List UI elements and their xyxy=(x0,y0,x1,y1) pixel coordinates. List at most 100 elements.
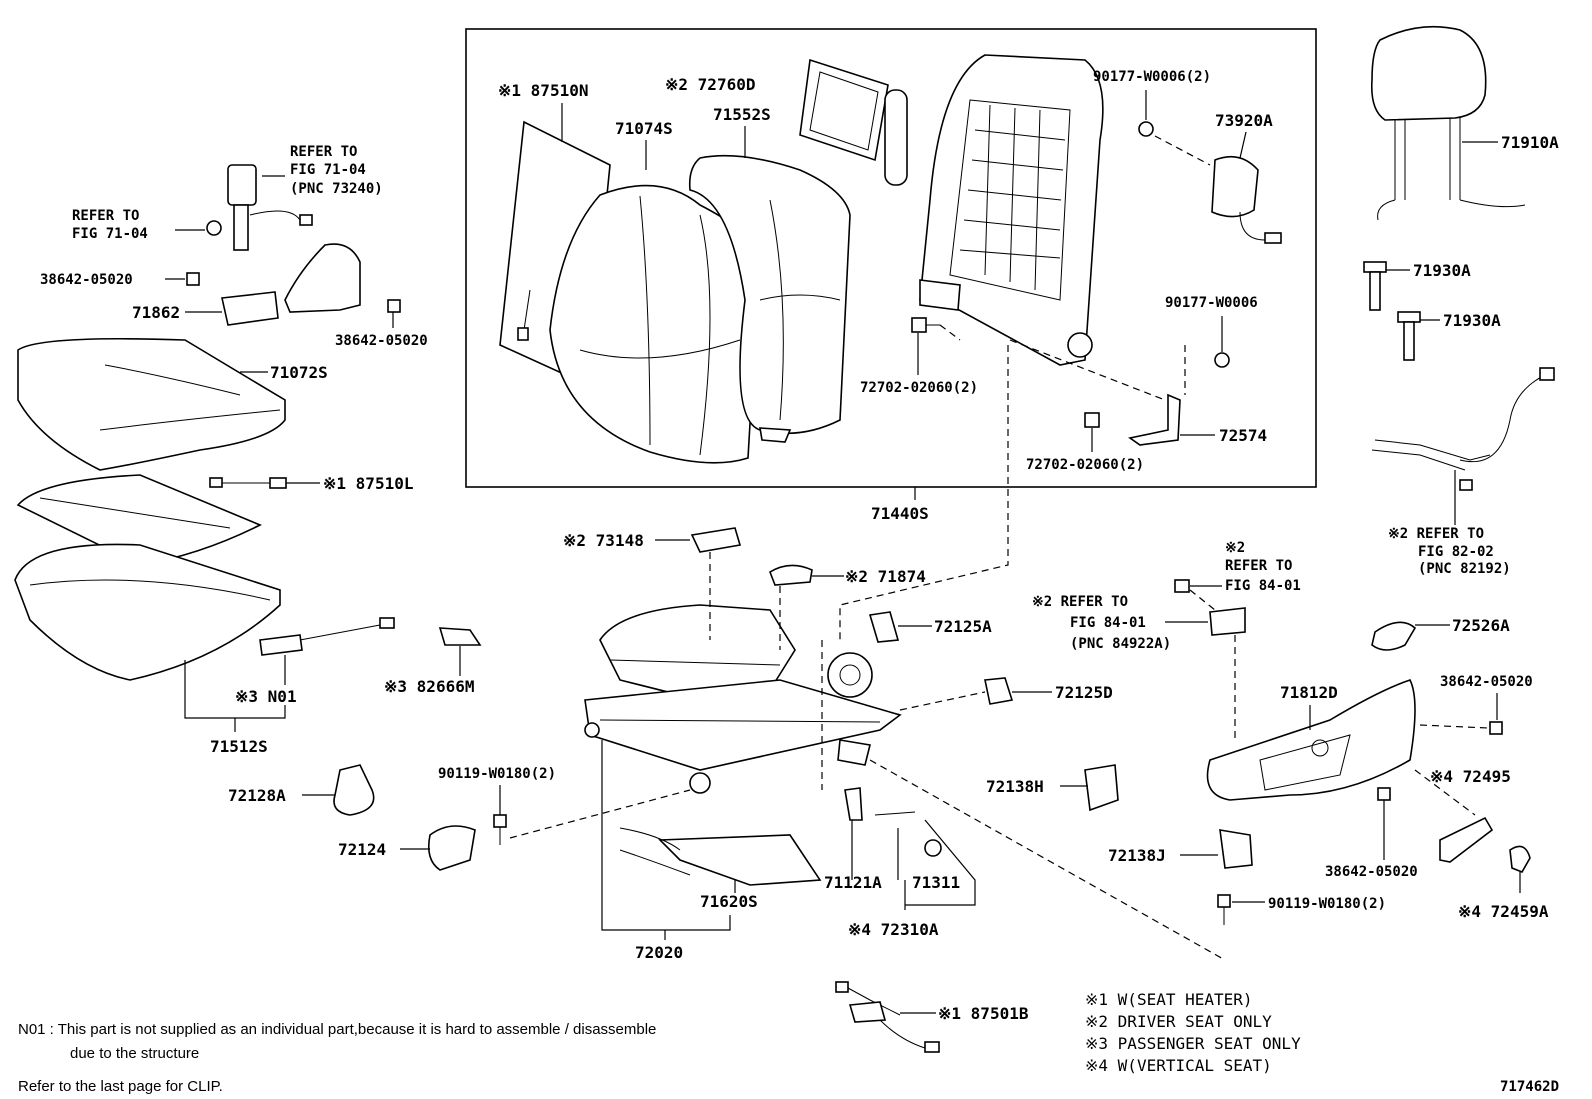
part-71930A-headrest-guide-2 xyxy=(1397,311,1421,361)
label-71930A-2[interactable]: 71930A xyxy=(1443,311,1501,330)
ref-fig-84-01-b[interactable]: ※2 REFER TO FIG 84-01 (PNC 84922A) xyxy=(1032,594,1171,652)
label-72138H[interactable]: 72138H xyxy=(986,777,1044,796)
part-nut-90177-b xyxy=(1214,352,1230,368)
part-87510L-seat-heater xyxy=(16,474,287,566)
label-87510L[interactable]: ※1 87510L xyxy=(323,474,413,493)
svg-text:FIG 84-01: FIG 84-01 xyxy=(1225,578,1301,594)
part-71620S-spring xyxy=(619,827,822,886)
svg-text:REFER TO: REFER TO xyxy=(1225,558,1292,574)
label-72495[interactable]: ※4 72495 xyxy=(1430,767,1511,786)
part-bolt-90119-a xyxy=(493,814,507,845)
label-72125D[interactable]: 72125D xyxy=(1055,683,1113,702)
legend: ※1 W(SEAT HEATER) ※2 DRIVER SEAT ONLY ※3… xyxy=(1085,990,1301,1075)
label-72310A[interactable]: ※4 72310A xyxy=(848,920,939,939)
part-71812D-side-shield xyxy=(1206,679,1416,801)
part-72124-cover xyxy=(427,825,476,871)
svg-text:(PNC 84922A): (PNC 84922A) xyxy=(1070,636,1171,652)
label-72702-02060-a[interactable]: 72702-02060(2) xyxy=(860,380,978,396)
label-72459A[interactable]: ※4 72459A xyxy=(1458,902,1549,921)
part-bolt-38642-a xyxy=(186,272,200,286)
label-71121A[interactable]: 71121A xyxy=(824,873,882,892)
part-71862-seat-cover-shield xyxy=(221,243,361,326)
part-72138J-cover xyxy=(1219,829,1253,869)
part-bolt-72702-a xyxy=(911,317,940,333)
seatback-assembly-frame xyxy=(465,28,1317,488)
note-n01-line2: due to the structure xyxy=(70,1045,199,1062)
svg-text:(PNC 82192): (PNC 82192) xyxy=(1418,561,1511,577)
part-72760D-lumbar-pad xyxy=(799,58,908,186)
label-90177-W0006-2[interactable]: 90177-W0006(2) xyxy=(1093,69,1211,85)
label-82666M[interactable]: ※3 82666M xyxy=(384,677,474,696)
label-71512S[interactable]: 71512S xyxy=(210,737,268,756)
label-90119-W0180-a[interactable]: 90119-W0180(2) xyxy=(438,766,556,782)
label-71620S[interactable]: 71620S xyxy=(700,892,758,911)
part-bolt-38642-c xyxy=(1489,721,1503,735)
label-72124[interactable]: 72124 xyxy=(338,840,386,859)
label-73920A[interactable]: 73920A xyxy=(1215,111,1273,130)
svg-text:※2 REFER TO: ※2 REFER TO xyxy=(1032,594,1128,610)
label-72760D[interactable]: ※2 72760D xyxy=(665,75,755,94)
label-90119-W0180-b[interactable]: 90119-W0180(2) xyxy=(1268,896,1386,912)
part-72125A-cover xyxy=(868,611,900,643)
label-87510N[interactable]: ※1 87510N xyxy=(498,81,588,100)
part-N01-sensor xyxy=(259,617,395,656)
ref-fig-82-02[interactable]: ※2 REFER TO FIG 82-02 (PNC 82192) xyxy=(1388,526,1511,577)
label-72125A[interactable]: 72125A xyxy=(934,617,992,636)
label-73148[interactable]: ※2 73148 xyxy=(563,531,644,550)
label-87501B[interactable]: ※1 87501B xyxy=(938,1004,1029,1023)
ref-fig-84-01-a[interactable]: ※2 REFER TO FIG 84-01 xyxy=(1225,540,1301,594)
label-72702-02060-b[interactable]: 72702-02060(2) xyxy=(1026,457,1144,473)
part-bolt-90119-b xyxy=(1217,894,1231,925)
label-38642-05020-a[interactable]: 38642-05020 xyxy=(40,272,133,288)
part-seatback-frame xyxy=(919,54,1104,366)
part-71874-cover xyxy=(769,564,813,586)
part-71074S-seatback-cover xyxy=(549,184,761,464)
label-72128A[interactable]: 72128A xyxy=(228,786,286,805)
part-72495-lever xyxy=(1439,816,1494,863)
label-71072S[interactable]: 71072S xyxy=(270,363,328,382)
label-71910A[interactable]: 71910A xyxy=(1501,133,1559,152)
part-71072S-cushion-cover xyxy=(17,337,286,471)
svg-text:※2: ※2 xyxy=(1225,540,1245,556)
legend-item-3: ※3 PASSENGER SEAT ONLY xyxy=(1085,1034,1301,1053)
label-38642-05020-b[interactable]: 38642-05020 xyxy=(335,333,428,349)
part-71910A-headrest xyxy=(1370,25,1526,221)
svg-text:REFER TO: REFER TO xyxy=(72,208,139,224)
part-72128A-cover xyxy=(333,764,375,816)
part-72574-bracket xyxy=(1128,393,1181,446)
label-72020[interactable]: 72020 xyxy=(635,943,683,962)
label-71862[interactable]: 71862 xyxy=(132,303,180,322)
part-seat-adjuster-frame xyxy=(584,604,902,794)
part-84922A-switch xyxy=(1209,607,1246,636)
part-seat-belt-buckle xyxy=(227,164,313,251)
label-72138J[interactable]: 72138J xyxy=(1108,846,1166,865)
part-nut-90177 xyxy=(1138,121,1154,137)
label-71812D[interactable]: 71812D xyxy=(1280,683,1338,702)
part-71311-cap xyxy=(874,811,942,857)
label-72526A[interactable]: 72526A xyxy=(1452,616,1510,635)
label-N01[interactable]: ※3 N01 xyxy=(235,687,297,706)
label-38642-05020-d[interactable]: 38642-05020 xyxy=(1325,864,1418,880)
note-clip: Refer to the last page for CLIP. xyxy=(18,1078,223,1095)
label-71440S[interactable]: 71440S xyxy=(871,504,929,523)
part-nut-71-04 xyxy=(206,220,222,236)
label-71074S[interactable]: 71074S xyxy=(615,119,673,138)
part-84-01-connector xyxy=(1174,579,1190,593)
legend-item-2: ※2 DRIVER SEAT ONLY xyxy=(1085,1012,1272,1031)
part-72138H-cover xyxy=(1084,764,1119,812)
label-71311[interactable]: 71311 xyxy=(912,873,960,892)
legend-item-4: ※4 W(VERTICAL SEAT) xyxy=(1085,1056,1272,1075)
label-71930A-1[interactable]: 71930A xyxy=(1413,261,1471,280)
legend-item-1: ※1 W(SEAT HEATER) xyxy=(1085,990,1253,1009)
label-71874[interactable]: ※2 71874 xyxy=(845,567,926,586)
part-71512S-cushion-pad xyxy=(14,543,281,681)
label-38642-05020-c[interactable]: 38642-05020 xyxy=(1440,674,1533,690)
ref-fig-71-04[interactable]: REFER TO FIG 71-04 xyxy=(72,208,148,242)
part-bolt-38642-d xyxy=(1377,787,1391,801)
svg-text:(PNC 73240): (PNC 73240) xyxy=(290,181,383,197)
label-71552S[interactable]: 71552S xyxy=(713,105,771,124)
label-72574[interactable]: 72574 xyxy=(1219,426,1267,445)
label-90177-W0006[interactable]: 90177-W0006 xyxy=(1165,295,1258,311)
ref-fig-71-04-pnc-73240[interactable]: REFER TO FIG 71-04 (PNC 73240) xyxy=(290,144,383,197)
